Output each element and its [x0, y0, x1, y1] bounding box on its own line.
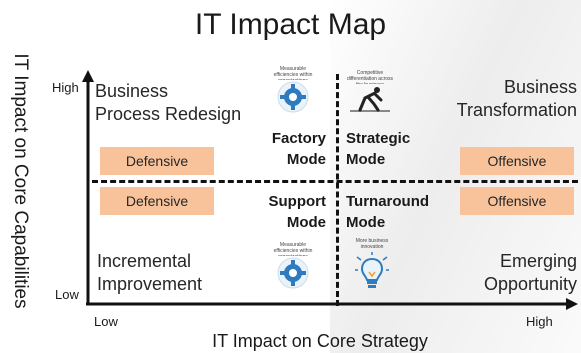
- x-axis-arrowhead: [566, 298, 578, 310]
- factory-mode-label: Factory Mode: [262, 128, 326, 170]
- offensive-box-top: Offensive: [460, 147, 574, 175]
- quadrant-bottom-left-line1: Incremental: [97, 251, 192, 271]
- x-axis-label: IT Impact on Core Strategy: [212, 331, 428, 351]
- lightbulb-icon: [355, 252, 389, 288]
- turnaround-card: More business innovation: [350, 238, 394, 294]
- background-shading: [330, 0, 581, 353]
- quadrant-top-right: Business Transformation: [457, 76, 577, 122]
- quadrant-bottom-left-line2: Improvement: [97, 274, 203, 294]
- factory-card-caption: Measurable efficiencies within organizat…: [273, 66, 313, 80]
- y-axis-arrowhead: [82, 70, 94, 82]
- support-card-caption: Measurable efficiencies within organizat…: [273, 242, 313, 256]
- quadrant-top-left: Business Process Redesign: [95, 80, 241, 126]
- strategic-mode-label: Strategic Mode: [346, 128, 410, 170]
- turnaround-card-caption: More business innovation: [355, 238, 389, 250]
- factory-card: Measurable efficiencies within organizat…: [271, 66, 315, 116]
- turnaround-mode-line1: Turnaround: [346, 193, 430, 210]
- offensive-box-bottom: Offensive: [460, 187, 574, 215]
- y-high-tick: High: [52, 80, 79, 95]
- factory-mode-line1: Factory: [271, 130, 326, 147]
- strategic-mode-line2: Mode: [346, 151, 386, 168]
- vertical-divider: [336, 74, 339, 306]
- x-high-tick: High: [526, 314, 553, 329]
- support-card: Measurable efficiencies within organizat…: [271, 242, 315, 292]
- y-low-tick: Low: [55, 287, 79, 302]
- quadrant-bottom-left: Incremental Improvement: [97, 250, 202, 296]
- page-title: IT Impact Map: [194, 8, 387, 41]
- strategic-card: Competitive differentiation across the b…: [345, 70, 395, 116]
- strategic-mode-line1: Strategic: [346, 130, 411, 147]
- gear-icon: [277, 81, 309, 113]
- quadrant-bottom-right: Emerging Opportunity: [484, 250, 577, 296]
- strategic-card-caption: Competitive differentiation across the b…: [346, 70, 394, 84]
- turnaround-mode-label: Turnaround Mode: [346, 191, 429, 233]
- support-mode-line2: Mode: [286, 214, 326, 231]
- defensive-box-top: Defensive: [100, 147, 214, 175]
- quadrant-top-right-line1: Business: [503, 77, 577, 97]
- support-mode-label: Support Mode: [252, 191, 327, 233]
- turnaround-mode-line2: Mode: [346, 214, 386, 231]
- quadrant-bottom-right-line1: Emerging: [499, 251, 577, 271]
- support-mode-line1: Support: [268, 193, 327, 210]
- factory-mode-line2: Mode: [286, 151, 326, 168]
- quadrant-top-left-line2: Process Redesign: [95, 104, 242, 124]
- quadrant-top-left-line1: Business: [95, 81, 169, 101]
- x-low-tick: Low: [94, 314, 118, 329]
- horizontal-divider: [92, 180, 578, 183]
- gear-icon: [277, 257, 309, 289]
- quadrant-bottom-right-line2: Opportunity: [483, 274, 577, 294]
- runner-icon: [350, 87, 390, 112]
- defensive-box-bottom: Defensive: [100, 187, 214, 215]
- quadrant-top-right-line2: Transformation: [456, 100, 577, 120]
